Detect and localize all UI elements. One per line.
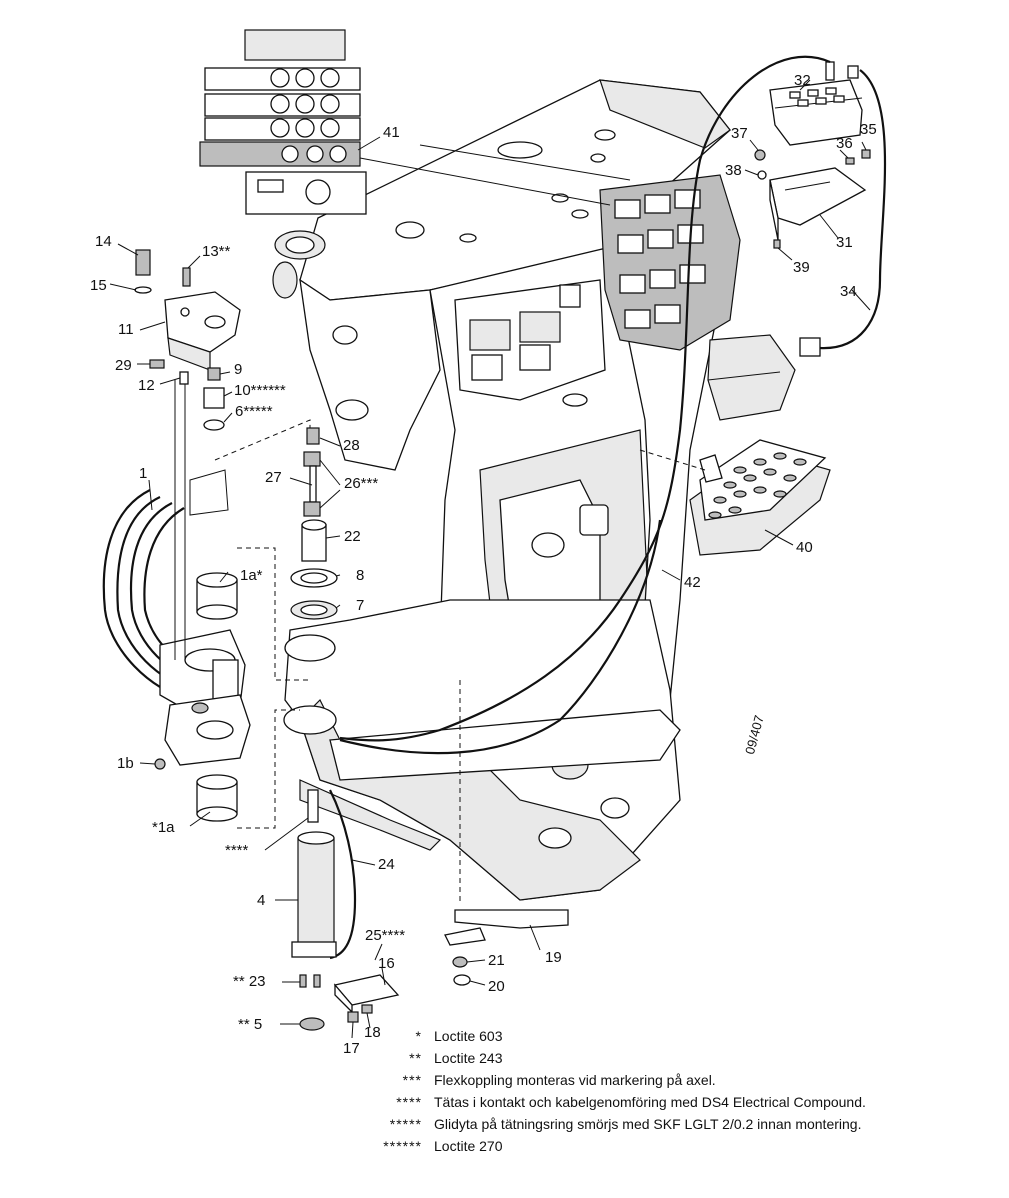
label-7: 7 [356,597,364,614]
legend-row: **** Tätas i kontakt och kabelgenomförin… [330,1091,930,1113]
label-5: ** 5 [238,1016,262,1033]
left-arm-parts [102,249,461,905]
label-38: 38 [725,162,742,179]
legend-text: Flexkoppling monteras vid markering på a… [434,1072,716,1088]
label-6: 6***** [235,403,273,420]
label-42: 42 [684,574,701,591]
valve-stack-41 [199,29,631,215]
joystick-panel-40 [639,439,831,556]
lower-cylinder-parts [291,789,569,1031]
label-27: 27 [265,469,282,486]
label-22: 22 [344,528,361,545]
label-20: 20 [488,978,505,995]
label-1a-bottom: *1a [152,819,175,836]
legend-text: Tätas i kontakt och kabelgenomföring med… [434,1094,866,1110]
part-labels: 14 15 13** 11 29 12 9 10****** 6***** 1 … [90,72,877,1057]
legend-key: ** [409,1050,422,1066]
cables [329,55,887,960]
label-10: 10****** [234,382,286,399]
legend-key: **** [396,1094,422,1110]
label-21: 21 [488,952,505,969]
label-28: 28 [343,437,360,454]
label-19: 19 [545,949,562,966]
label-11: 11 [118,321,134,338]
label-37: 37 [731,125,748,142]
legend-text: Loctite 603 [434,1028,503,1044]
legend-text: Glidyta på tätningsring smörjs med SKF L… [434,1116,862,1132]
label-14: 14 [95,233,112,250]
label-1b: 1b [117,755,134,772]
legend-row: *** Flexkoppling monteras vid markering … [330,1069,930,1091]
center-shaft-parts [290,427,338,620]
leader-lines [109,79,871,1039]
control-box-32 [754,61,871,249]
label-17: 17 [343,1040,360,1057]
valve-block-assembly [454,174,821,421]
label-35: 35 [860,121,877,138]
label-24: 24 [378,856,395,873]
label-18: 18 [364,1024,381,1041]
label-36: 36 [836,135,853,152]
label-25: 25**** [365,927,405,944]
label-4-stars: **** [225,842,249,859]
label-16: 16 [378,955,395,972]
legend-key: *** [402,1072,422,1088]
legend-text: Loctite 243 [434,1050,503,1066]
label-9: 9 [234,361,242,378]
legend-row: ** Loctite 243 [330,1047,930,1069]
legend-key: ****** [383,1138,422,1154]
legend: * Loctite 603 ** Loctite 243 *** Flexkop… [330,1025,930,1157]
label-41: 41 [383,124,400,141]
legend-row: ***** Glidyta på tätningsring smörjs med… [330,1113,930,1135]
label-29: 29 [115,357,132,374]
label-13: 13** [202,243,231,260]
label-15: 15 [90,277,107,294]
label-8: 8 [356,567,364,584]
legend-key: ***** [389,1116,422,1132]
legend-row: ****** Loctite 270 [330,1135,930,1157]
label-26: 26*** [344,475,378,492]
label-40: 40 [796,539,813,556]
legend-text: Loctite 270 [434,1138,503,1154]
legend-key: * [415,1028,422,1044]
label-4: 4 [257,892,265,909]
label-39: 39 [793,259,810,276]
label-1: 1 [139,465,147,482]
legend-row: * Loctite 603 [330,1025,930,1047]
label-23: ** 23 [233,973,266,990]
label-31: 31 [836,234,853,251]
label-34: 34 [840,283,857,300]
label-1a-top: 1a* [240,567,263,584]
label-12: 12 [138,377,155,394]
label-32: 32 [794,72,811,89]
